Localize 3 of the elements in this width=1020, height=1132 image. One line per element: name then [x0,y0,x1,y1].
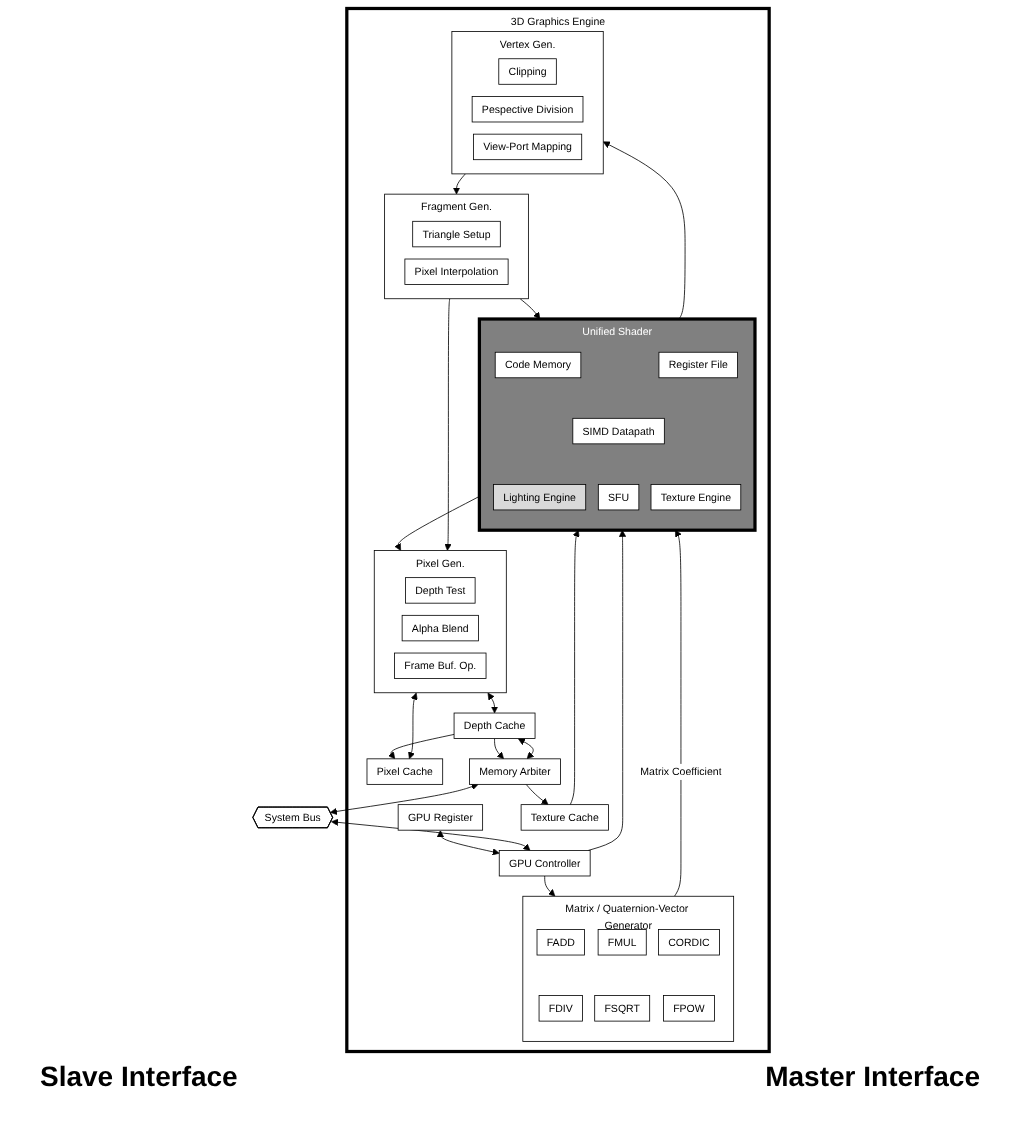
interface-label: Master Interface [765,1060,980,1092]
interface-label: Slave Interface [40,1060,238,1092]
arrow [486,692,498,714]
